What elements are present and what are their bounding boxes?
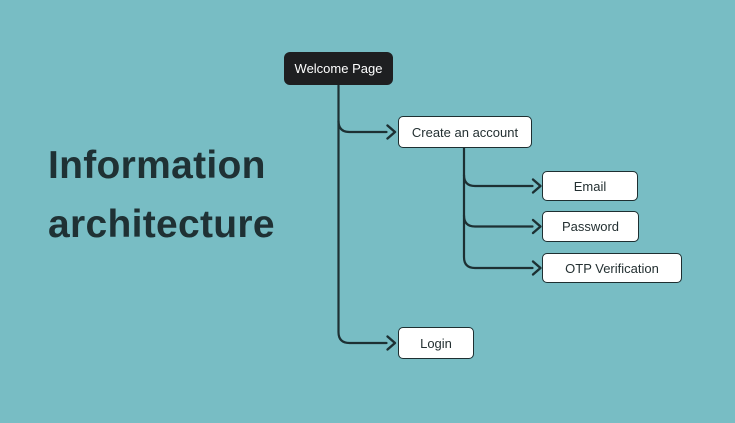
- title-line-2: architecture: [48, 203, 275, 246]
- arrowhead-password: [531, 218, 542, 235]
- node-create-an-account-label: Create an account: [411, 124, 519, 140]
- node-password-label: Password: [561, 219, 620, 234]
- node-otp-verification-label: OTP Verification: [565, 260, 659, 276]
- arrowhead-create-account: [386, 124, 397, 140]
- arrowhead-otp: [531, 260, 542, 276]
- node-welcome-page: Welcome Page: [284, 52, 393, 85]
- node-otp-verification: OTP Verification: [542, 253, 682, 283]
- node-password: Password: [542, 211, 639, 242]
- title-line-1: Information: [48, 144, 266, 187]
- arrowhead-login: [386, 335, 397, 351]
- page-title: Information architecture: [48, 136, 275, 254]
- node-welcome-page-label: Welcome Page: [294, 61, 383, 76]
- node-email: Email: [542, 171, 638, 201]
- connector-create-account-to-otp: [462, 146, 534, 270]
- connector-welcome-to-login: [337, 84, 388, 345]
- node-create-an-account: Create an account: [398, 116, 532, 148]
- connector-create-account-to-email: [462, 173, 534, 188]
- connector-create-account-to-password: [462, 214, 534, 228]
- node-login: Login: [398, 327, 474, 359]
- arrowhead-email: [531, 178, 542, 194]
- node-email-label: Email: [573, 178, 607, 194]
- node-login-label: Login: [420, 335, 452, 351]
- connector-welcome-to-create-account: [337, 119, 388, 134]
